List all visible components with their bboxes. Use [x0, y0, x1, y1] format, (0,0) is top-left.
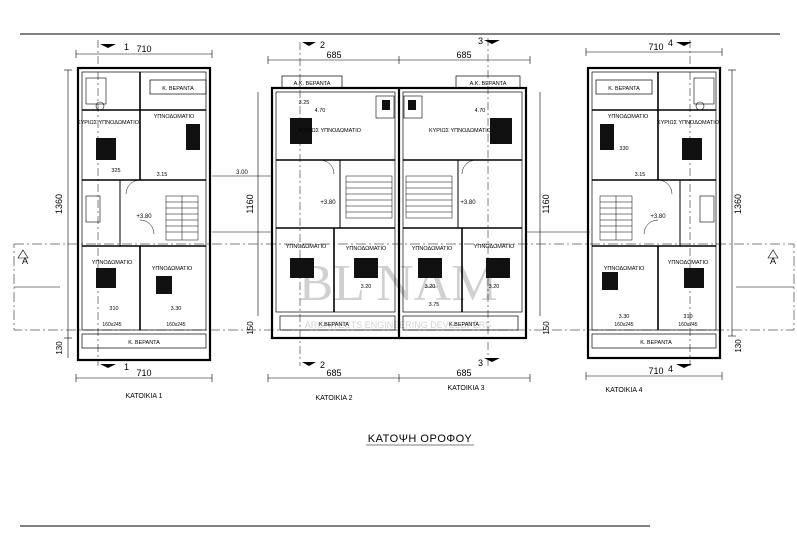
unit-4-bedroom-bottom-left-label: ΥΠΝΟΔΩΜΑΤΙΟ [604, 266, 645, 272]
unit-3-veranda-bottom: Κ.ΒΕΡΑΝΤΑ [449, 322, 479, 328]
unit-1-bedroom-top-label: ΥΠΝΟΔΩΜΑΤΙΟ [154, 114, 195, 120]
unit-4-opening-1: 160x245 [614, 322, 633, 328]
unit-3-dim-3: 3.75 [429, 302, 440, 308]
section-mark-3-bottom: 3 [478, 358, 483, 368]
section-a-right-label: A [770, 256, 776, 266]
unit-3-veranda-top: Α.Κ. ΒΕΡΑΝΤΑ [470, 81, 507, 87]
unit-1-section-mark-top: 1 [124, 42, 129, 52]
unit-2-3-plan: 685 685 685 685 1160 150 1160 150 2 2 3 … [212, 36, 590, 402]
unit-3-bedroom-right-label: ΥΠΝΟΔΩΜΑΤΙΟ [474, 244, 515, 250]
unit-2-master-bedroom-label: ΚΥΡΙΩΣ ΥΠΝΟΔΩΜΑΤΙΟ [299, 128, 362, 134]
unit-4-dim-1: 330 [619, 146, 628, 152]
unit-1-bedroom-bottom-right-label: ΥΠΝΟΔΩΜΑΤΙΟ [152, 266, 193, 272]
section-mark-2-top: 2 [320, 40, 325, 50]
unit-1-section-mark-bottom: 1 [124, 362, 129, 372]
unit-1-master-bedroom-label: ΚΥΡΙΩΣ ΥΠΝΟΔΩΜΑΤΙΟ [77, 120, 140, 126]
unit-4-dim-4: 310 [683, 314, 692, 320]
unit-3-bottom-dim: 150 [542, 321, 551, 335]
unit-1-depth-dim: 1360 [54, 194, 64, 214]
unit-4-section-mark-bottom: 4 [668, 364, 673, 374]
unit-1-opening-2: 160x245 [166, 322, 185, 328]
unit-1-bottom-dim: 130 [55, 341, 64, 355]
unit-1-dim-3: 310 [109, 306, 118, 312]
drawing-title: ΚΑΤΟΨΗ ΟΡΟΦΟΥ [368, 433, 473, 445]
unit-4-depth-dim: 1360 [733, 194, 743, 214]
unit-4-width-dim-bottom: 710 [648, 366, 663, 376]
unit-4-width-dim-top: 710 [648, 42, 663, 52]
unit-4-dim-3: 3.30 [619, 314, 630, 320]
unit-3-dim-1: 4.70 [475, 108, 486, 114]
unit-1-width-dim-top: 710 [136, 44, 151, 54]
unit-2-bottom-dim: 150 [246, 321, 255, 335]
unit-1-dim-4: 3.30 [171, 306, 182, 312]
unit-3-level: +3.80 [460, 200, 476, 206]
unit-4-veranda-bottom: Κ. ΒΕΡΑΝΤΑ [640, 340, 672, 346]
unit-2-dim-2: 4.70 [315, 108, 326, 114]
unit-4-bedroom-top-label: ΥΠΝΟΔΩΜΑΤΙΟ [608, 114, 649, 120]
unit-3-depth-dim: 1160 [541, 194, 551, 213]
unit-2-dim-4: 3.20 [361, 284, 372, 290]
unit-4-dim-2: 3.15 [635, 172, 646, 178]
unit-2-dim-3: 3.00 [236, 170, 248, 176]
unit-2-depth-dim: 1160 [245, 194, 255, 213]
unit-2-bedroom-left-label: ΥΠΝΟΔΩΜΑΤΙΟ [286, 244, 327, 250]
unit-2-width-dim-bottom: 685 [326, 368, 341, 378]
unit-3-width-dim-bottom: 685 [456, 368, 471, 378]
unit-1-level: +3.80 [136, 214, 152, 220]
unit-2-caption: ΚΑΤΟΙΚΙΑ 2 [315, 395, 352, 402]
unit-1-opening-1: 160x245 [102, 322, 121, 328]
unit-3-width-dim-top: 685 [456, 50, 471, 60]
unit-1-veranda-bottom: Κ. ΒΕΡΑΝΤΑ [128, 340, 160, 346]
unit-1-caption: ΚΑΤΟΙΚΙΑ 1 [125, 393, 162, 400]
unit-4-plan: 710 710 1360 130 4 4 Κ. ΒΕΡΑΝΤΑ Κ. ΒΕΡΑΝ… [585, 38, 743, 394]
unit-3-dim-4: 3.20 [489, 284, 500, 290]
unit-4-caption: ΚΑΤΟΙΚΙΑ 4 [605, 387, 642, 394]
unit-1-dim-1: 325 [111, 168, 120, 174]
section-mark-2-bottom: 2 [320, 360, 325, 370]
unit-1-width-dim-bottom: 710 [136, 368, 151, 378]
unit-1-plan: 710 710 1360 130 1 1 Κ. ΒΕΡΑΝΤΑ Κ. ΒΕΡΑΝ… [54, 40, 213, 400]
unit-3-dim-2: 3.20 [425, 284, 436, 290]
unit-3-master-bedroom-label: ΚΥΡΙΩΣ ΥΠΝΟΔΩΜΑΤΙΟ [429, 128, 492, 134]
unit-4-opening-2: 160x245 [678, 322, 697, 328]
unit-1-bedroom-bottom-left-label: ΥΠΝΟΔΩΜΑΤΙΟ [92, 260, 133, 266]
unit-2-veranda-bottom: Κ.ΒΕΡΑΝΤΑ [319, 322, 349, 328]
unit-2-dim-1: 3.25 [299, 100, 310, 106]
unit-2-veranda-top: Α.Κ. ΒΕΡΑΝΤΑ [294, 81, 331, 87]
section-a-left-label: A [22, 256, 28, 266]
unit-4-level: +3.80 [650, 214, 666, 220]
section-mark-3-top: 3 [478, 36, 483, 46]
unit-4-bottom-dim: 130 [734, 339, 743, 353]
unit-1-dim-2: 3.15 [157, 172, 168, 178]
unit-4-veranda-top: Κ. ΒΕΡΑΝΤΑ [608, 86, 640, 92]
unit-1-veranda-top: Κ. ΒΕΡΑΝΤΑ [162, 86, 194, 92]
unit-4-section-mark-top: 4 [668, 38, 673, 48]
unit-3-caption: ΚΑΤΟΙΚΙΑ 3 [447, 385, 484, 392]
unit-2-level: +3.80 [320, 200, 336, 206]
unit-2-bedroom-right-label: ΥΠΝΟΔΩΜΑΤΙΟ [346, 246, 387, 252]
unit-3-bedroom-left-label: ΥΠΝΟΔΩΜΑΤΙΟ [412, 246, 453, 252]
unit-4-bedroom-bottom-right-label: ΥΠΝΟΔΩΜΑΤΙΟ [668, 260, 709, 266]
unit-2-width-dim-top: 685 [326, 50, 341, 60]
unit-4-master-bedroom-label: ΚΥΡΙΩΣ ΥΠΝΟΔΩΜΑΤΙΟ [657, 120, 720, 126]
